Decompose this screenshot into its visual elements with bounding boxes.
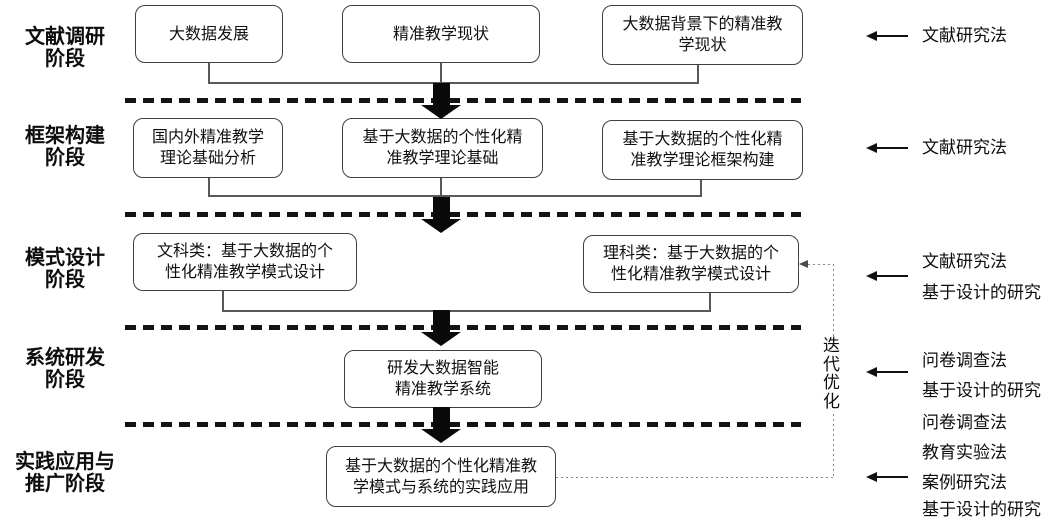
feedback-dotted-line <box>556 477 834 479</box>
method-label: 问卷调查法 <box>922 413 1007 432</box>
connector-line <box>208 195 702 197</box>
method-label: 问卷调查法 <box>922 351 1007 370</box>
method-left-arrow-icon <box>866 143 908 153</box>
method-left-arrow-icon <box>866 31 908 41</box>
box-precision-teaching-under-big-data: 大数据背景下的精准教 学现状 <box>602 5 803 65</box>
box-practice-application: 基于大数据的个性化精准教 学模式与系统的实践应用 <box>326 446 556 507</box>
phase-label-system-development: 系统研发 阶段 <box>25 347 105 391</box>
flow-down-arrow-icon <box>421 83 462 119</box>
method-label: 基于设计的研究 <box>922 381 1041 400</box>
method-label: 文献研究法 <box>922 252 1007 271</box>
connector-line <box>700 180 702 197</box>
box-theory-basis-analysis: 国内外精准教学 理论基础分析 <box>133 118 283 178</box>
phase-separator-dashed-line <box>125 212 801 217</box>
method-label: 基于设计的研究 <box>922 500 1041 519</box>
phase-separator-dashed-line <box>125 98 801 103</box>
box-big-data-development: 大数据发展 <box>135 5 283 63</box>
method-left-arrow-icon <box>866 472 908 482</box>
connector-line <box>440 63 442 85</box>
method-left-arrow-icon <box>866 367 908 377</box>
method-label: 案例研究法 <box>922 473 1007 492</box>
feedback-arrowhead-icon <box>799 260 808 268</box>
phase-label-literature-survey: 文献调研 阶段 <box>25 26 105 70</box>
connector-line <box>222 291 224 312</box>
flow-down-arrow-icon <box>421 407 462 443</box>
connector-line <box>709 293 711 312</box>
connector-line <box>208 63 210 84</box>
phase-separator-dashed-line <box>125 325 801 330</box>
method-left-arrow-icon <box>866 271 908 281</box>
iteration-optimization-label: 迭代优化 <box>821 336 842 411</box>
method-label: 文献研究法 <box>922 138 1007 157</box>
method-label: 教育实验法 <box>922 443 1007 462</box>
phase-separator-dashed-line <box>125 422 801 427</box>
flow-down-arrow-icon <box>421 197 462 233</box>
box-science-model-design: 理科类：基于大数据的个 性化精准教学模式设计 <box>583 235 799 293</box>
feedback-dotted-line <box>808 264 834 266</box>
flow-down-arrow-icon <box>421 310 462 346</box>
box-theory-framework-construction: 基于大数据的个性化精 准教学理论框架构建 <box>602 120 803 180</box>
method-label: 文献研究法 <box>922 26 1007 45</box>
connector-line <box>222 310 711 312</box>
phase-label-practice-promotion: 实践应用与 推广阶段 <box>15 451 115 495</box>
phase-label-model-design: 模式设计 阶段 <box>25 247 105 291</box>
box-personalized-theory-basis: 基于大数据的个性化精 准教学理论基础 <box>342 118 543 178</box>
box-develop-intelligent-system: 研发大数据智能 精准教学系统 <box>344 350 542 408</box>
method-label: 基于设计的研究 <box>922 283 1041 302</box>
box-liberal-arts-model-design: 文科类：基于大数据的个 性化精准教学模式设计 <box>133 233 357 291</box>
connector-line <box>208 82 699 84</box>
phase-label-framework-construction: 框架构建 阶段 <box>25 125 105 169</box>
connector-line <box>697 65 699 84</box>
connector-line <box>440 178 442 198</box>
box-precision-teaching-status: 精准教学现状 <box>342 5 540 63</box>
connector-line <box>208 178 210 197</box>
